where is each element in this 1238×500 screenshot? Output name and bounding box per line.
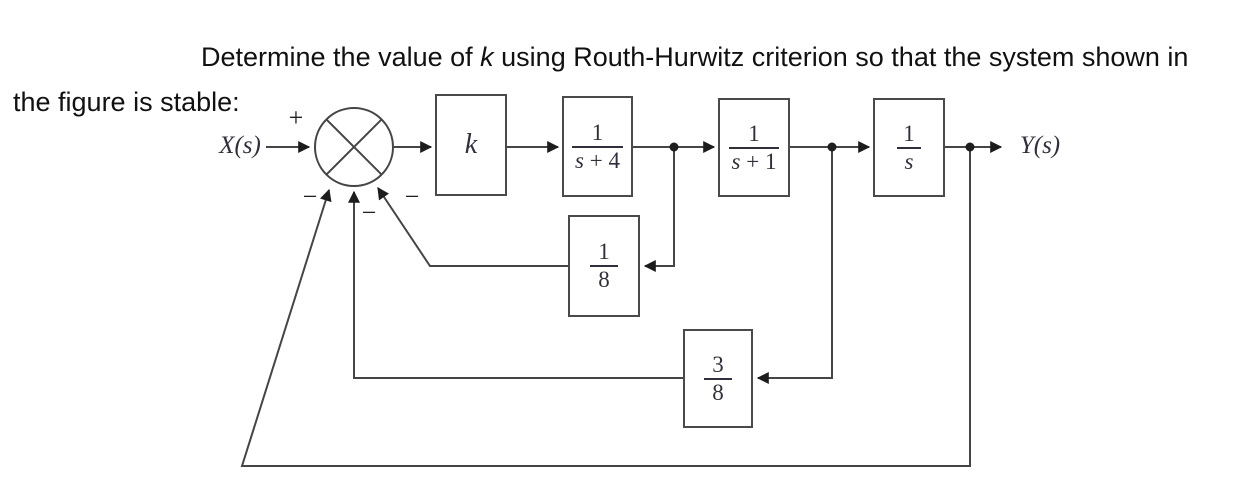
fraction-numerator: 3 [712, 351, 724, 377]
branch-dot [827, 142, 837, 152]
block-transfer-1-over-s-plus-4: 1 s + 4 [562, 96, 633, 197]
summing-junction-cross-line [325, 118, 383, 176]
outer-feedback-line [240, 147, 971, 467]
fraction-numerator: 1 [591, 119, 604, 145]
fraction-numerator: 1 [598, 239, 610, 265]
fraction: 1 s + 1 [728, 120, 780, 175]
fraction-denominator: s [896, 146, 922, 175]
plus-sign: + [288, 103, 304, 132]
block-feedback-3-over-8: 3 8 [683, 329, 753, 428]
fraction: 1 s + 4 [572, 120, 623, 174]
branch-dot [965, 142, 975, 152]
block-feedback-1-over-8: 1 8 [568, 215, 640, 317]
feedback-h1-return-line [377, 187, 568, 267]
minus-sign-inner: − [404, 182, 420, 211]
minus-sign-middle: − [361, 198, 377, 227]
summing-junction-circle [314, 107, 394, 187]
block-gain-k: k [435, 94, 507, 196]
question-text-before-k: Determine the value of [201, 42, 481, 72]
fraction: 3 8 [704, 352, 732, 406]
block-transfer-1-over-s-plus-1: 1 s + 1 [718, 98, 790, 197]
fraction-denominator: s + 1 [728, 146, 780, 175]
question-k-symbol: k [480, 42, 494, 72]
fraction-denominator: 8 [590, 265, 618, 293]
feedback-h2-return-line [348, 190, 683, 379]
fraction: 1 8 [590, 239, 618, 293]
input-signal-label: X(s) [219, 132, 261, 159]
fraction-numerator: 1 [748, 120, 760, 146]
feedback-h2-input-line [756, 147, 833, 384]
feedback-h1-input-line [643, 147, 675, 272]
block-gain-k-label: k [464, 129, 478, 160]
minus-sign-outer: − [302, 182, 318, 211]
output-signal-label: Y(s) [1019, 132, 1061, 159]
question-text: Determine the value of k using Routh-Hur… [13, 35, 1225, 125]
fraction: 1 s [896, 120, 922, 175]
fraction-denominator: s + 4 [572, 145, 623, 174]
fraction-denominator: 8 [704, 377, 732, 406]
block-transfer-1-over-s: 1 s [873, 98, 945, 197]
branch-dot [669, 142, 679, 152]
fraction-numerator: 1 [903, 120, 915, 146]
question-text-after-k: using Routh-Hurwitz criterion so that th… [13, 42, 1189, 117]
